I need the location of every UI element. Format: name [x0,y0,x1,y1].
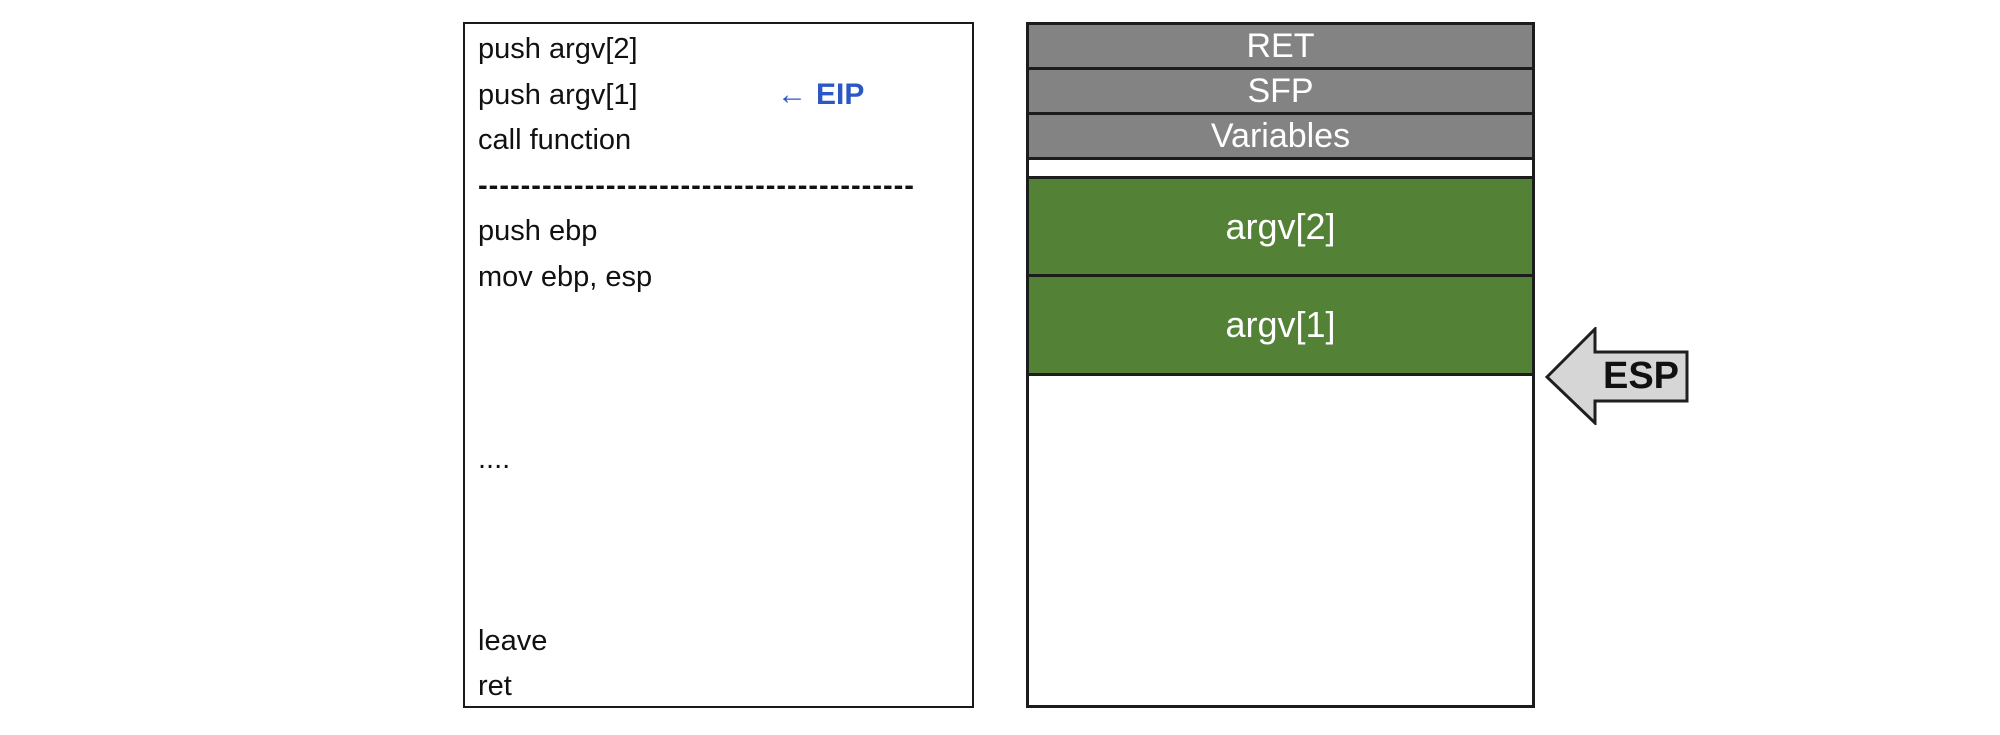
stack-row-argv2: argv[2] [1029,176,1532,277]
stack-row-ret: RET [1029,25,1532,70]
stack-row-argv1: argv[1] [1029,277,1532,376]
code-line: call function [478,124,632,156]
stack-row-label: SFP [1247,71,1314,110]
stack-row-variables: Variables [1029,115,1532,160]
esp-left-block-arrow-icon [1545,327,1689,425]
code-line [478,300,972,346]
stack-panel: RET SFP Variables argv[2] argv[1] [1026,22,1535,708]
code-line [478,482,972,528]
code-line: push ebp [478,215,598,247]
code-line: .... [478,442,511,475]
esp-label: ESP [1602,354,1680,397]
code-line: push argv[2] [478,33,638,65]
stack-row-label: argv[2] [1225,205,1336,247]
instruction-divider: ----------------------------------------… [478,169,915,202]
code-line [478,528,972,574]
eip-label: EIP [816,78,865,111]
code-line: ret [478,670,512,702]
eip-annotation: ← EIP [777,72,864,118]
stack-row-label: RET [1246,26,1315,65]
stack-gap [1029,160,1532,176]
code-line: leave [478,624,548,657]
eip-left-arrow-icon: ← [777,78,807,111]
code-line: mov ebp, esp [478,260,653,293]
code-line [478,573,972,619]
esp-pointer: ESP [1545,327,1689,425]
code-line [478,391,972,437]
code-line: push argv[1] [478,78,638,111]
stack-row-label: Variables [1210,116,1351,155]
code-panel: push argv[2] push argv[1] call function … [463,22,974,708]
stack-row-sfp: SFP [1029,70,1532,115]
stack-row-label: argv[1] [1225,304,1336,345]
code-line [478,346,972,392]
